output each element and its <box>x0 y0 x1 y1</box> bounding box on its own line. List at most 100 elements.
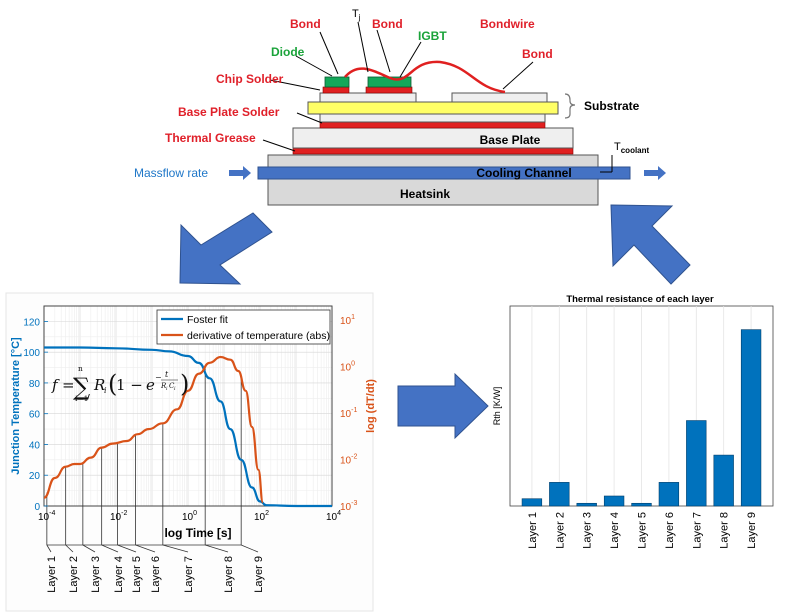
y-tick-label: 20 <box>29 471 41 482</box>
left-ylabel2: log (dT/dt) <box>365 379 377 433</box>
power-module-diagram: Heatsink Cooling Channel Base Plate <box>134 8 666 206</box>
substrate-bracket <box>564 93 576 119</box>
chip-solder-igbt <box>365 86 413 94</box>
layer-label: Layer 8 <box>223 556 235 593</box>
bar-chart-bars <box>521 329 762 507</box>
layer-marker-link <box>117 544 137 553</box>
substrate-upper-copper-left <box>319 92 417 103</box>
layer-label: Layer 6 <box>150 556 162 593</box>
substrate-ceramic <box>307 101 559 115</box>
base-plate-label: Base Plate <box>480 133 541 147</box>
igbt-label: IGBT <box>418 29 447 43</box>
svg-text:t: t <box>165 370 169 379</box>
svg-text:i: i <box>166 386 168 392</box>
svg-text:i: i <box>104 386 107 395</box>
bar-chart-ylabel: Rth [K/W] <box>492 387 502 426</box>
bar-category-label: Layer 1 <box>527 512 539 549</box>
x-tick-label: 102 <box>254 510 269 523</box>
bar <box>658 482 680 507</box>
bar-category-label: Layer 4 <box>609 512 621 549</box>
base-plate-solder-label: Base Plate Solder <box>178 105 280 119</box>
label-leader-lines <box>262 21 613 173</box>
bar <box>631 502 652 507</box>
svg-text:C: C <box>169 382 175 390</box>
bar-category-label: Layer 6 <box>664 512 676 549</box>
diode-chip <box>324 76 350 88</box>
tj-label: Tj <box>352 8 361 22</box>
bond-label-left: Bond <box>290 17 321 31</box>
tcoolant-label: Tcoolant <box>614 141 650 155</box>
substrate-upper-copper-right <box>451 92 548 103</box>
derivative-line <box>43 355 264 504</box>
thermal-resistance-chart: Thermal resistance of each layer Layer 1… <box>492 294 774 549</box>
foster-equation: f = ∑ i=1 n R i ( 1 − e − t R i C i ) <box>51 364 189 403</box>
bar <box>686 420 707 507</box>
layer-label: Layer 4 <box>113 556 125 593</box>
y-tick-label: 60 <box>29 410 41 421</box>
layer-marker-link <box>82 544 96 553</box>
y2-tick-label: 101 <box>340 314 355 327</box>
svg-text:R: R <box>160 382 167 390</box>
legend-derivative: derivative of temperature (abs) <box>187 330 330 342</box>
arrow-back-to-model <box>610 204 691 285</box>
layer-label: Layer 7 <box>183 556 195 593</box>
layer-marker-link <box>162 544 189 553</box>
bar-category-label: Layer 2 <box>554 512 566 549</box>
foster-fit-line <box>44 346 332 508</box>
y-tick-label: 120 <box>23 317 40 328</box>
thermal-grease-layer <box>292 147 574 155</box>
diode-label: Diode <box>271 45 305 59</box>
layer-label: Layer 5 <box>131 556 143 593</box>
chip-solder-label: Chip Solder <box>216 72 284 86</box>
bar-category-label: Layer 8 <box>719 512 731 549</box>
heatsink-label: Heatsink <box>400 187 450 201</box>
bar-chart-title: Thermal resistance of each layer <box>566 294 714 305</box>
flow-arrows <box>179 204 691 440</box>
y-tick-label: 0 <box>34 502 40 513</box>
bar <box>549 482 570 507</box>
svg-text:i=1: i=1 <box>75 394 88 403</box>
svg-text:−: − <box>155 373 162 382</box>
bond-label-right: Bond <box>522 47 553 61</box>
layer-marker-link <box>241 544 259 553</box>
svg-text:1 −: 1 − <box>116 376 143 394</box>
svg-text:i: i <box>174 386 176 392</box>
bar-category-label: Layer 7 <box>691 512 703 549</box>
thermal-grease-label: Thermal Grease <box>165 131 256 145</box>
layer-label: Layer 9 <box>253 556 265 593</box>
bar-category-label: Layer 9 <box>746 512 758 549</box>
layer-label: Layer 1 <box>46 556 58 593</box>
svg-text:=: = <box>62 376 75 394</box>
substrate-lower-copper <box>319 113 546 123</box>
substrate-label: Substrate <box>584 99 640 113</box>
massflow-label: Massflow rate <box>134 166 208 180</box>
y2-tick-label: 100 <box>340 360 355 373</box>
x-tick-label: 100 <box>182 510 197 523</box>
bar <box>576 502 597 507</box>
cooling-channel-block <box>257 166 631 180</box>
base-plate-solder-layer <box>319 121 546 129</box>
bar-category-label: Layer 5 <box>637 512 649 549</box>
layer-marker-link <box>101 544 119 553</box>
bondwire <box>344 60 506 94</box>
bond-label-mid: Bond <box>372 17 403 31</box>
massflow-in-arrow <box>229 166 251 180</box>
y2-tick-label: 10-3 <box>340 500 357 513</box>
left-ylabel: Junction Temperature [°C] <box>10 337 22 475</box>
left-xlabel: log Time [s] <box>164 526 231 540</box>
bar <box>713 454 734 507</box>
cooling-channel-label: Cooling Channel <box>476 166 571 180</box>
svg-text:∑: ∑ <box>73 373 90 401</box>
arrow-to-resistance-plot <box>397 372 489 440</box>
y-tick-label: 100 <box>23 348 40 359</box>
bar <box>603 495 625 507</box>
svg-text:): ) <box>180 370 189 398</box>
heatsink-block <box>267 154 599 206</box>
layer-marker-link <box>205 544 229 553</box>
legend-foster-fit: Foster fit <box>187 314 228 326</box>
